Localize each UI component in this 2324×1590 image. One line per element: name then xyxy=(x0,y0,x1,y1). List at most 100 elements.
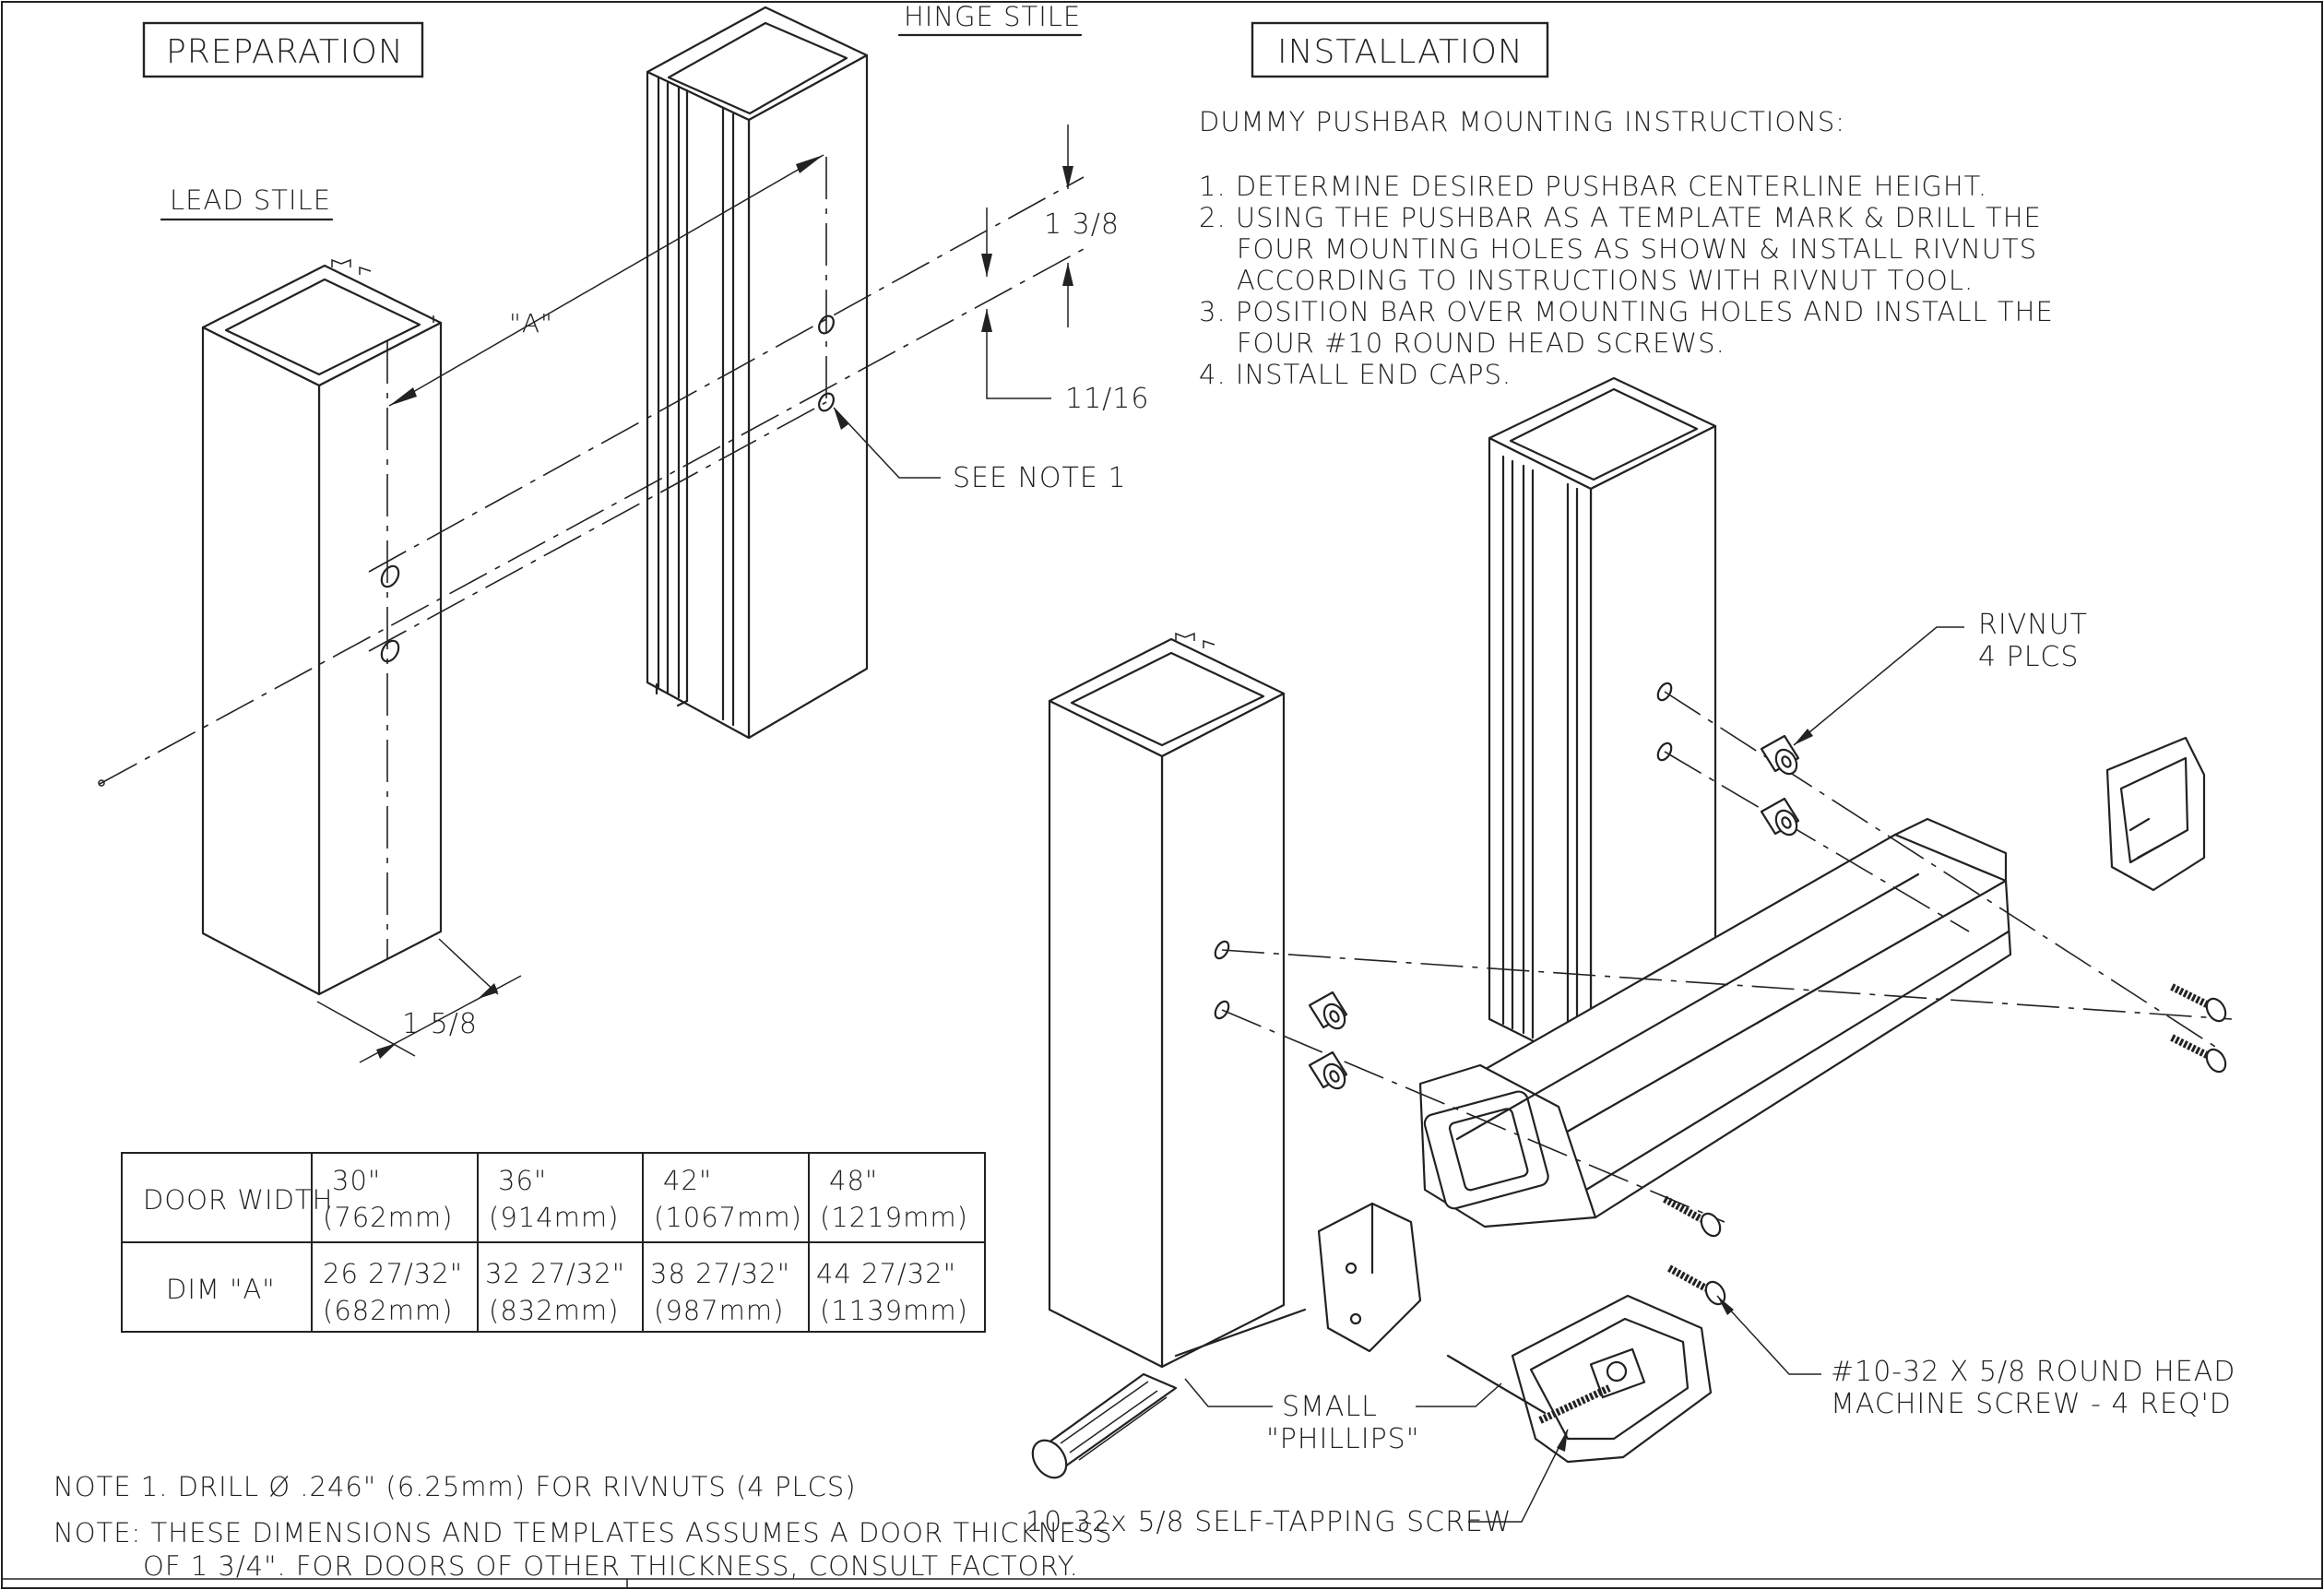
install-hinge-stile xyxy=(1488,376,1717,1074)
installation-heading: INSTALLATION xyxy=(1277,33,1524,71)
install-centerline-4 xyxy=(1664,751,1970,932)
table-row2-header: DIM "A" xyxy=(166,1274,276,1305)
machine-screw-label-2: MACHINE SCREW - 4 REQ'D xyxy=(1831,1388,2232,1420)
install-lead-stile xyxy=(1048,632,1286,1369)
note-2-line-2: OF 1 3/4". FOR DOORS OF OTHER THICKNESS,… xyxy=(143,1550,1079,1582)
instruction-step-2c: ACCORDING TO INSTRUCTIONS WITH RIVNUT TO… xyxy=(1199,265,1974,296)
table-dim-mm-2: (832mm) xyxy=(489,1295,619,1326)
self-tapping-label: 10-32x 5/8 SELF-TAPPING SCREW xyxy=(1026,1506,1512,1538)
installation-heading-box xyxy=(1251,21,1549,78)
dim-1-3-8-arrow-top xyxy=(1062,166,1073,189)
rivnut-3 xyxy=(1308,991,1348,1030)
door-width-table: DOOR WIDTH DIM "A" 30" (762mm) 36" (914m… xyxy=(121,1152,986,1333)
instruction-step-3b: FOUR #10 ROUND HEAD SCREWS. xyxy=(1199,327,1725,359)
machine-screw-arrow xyxy=(1717,1296,1734,1315)
see-note-leader xyxy=(833,407,941,479)
hinge-stile-label: HINGE STILE xyxy=(904,1,1081,32)
hole-centerline-mid xyxy=(368,401,827,652)
phillips-leader-right xyxy=(1416,1382,1502,1407)
instruction-step-3a: 3. POSITION BAR OVER MOUNTING HOLES AND … xyxy=(1199,296,2054,327)
rivnut-qty-label: 4 PLCS xyxy=(1978,641,2079,673)
see-note-arrow xyxy=(834,408,848,430)
installation-view: INSTALLATION DUMMY PUSHBAR MOUNTING INST… xyxy=(1026,21,2235,1538)
table-dim-in-3: 38 27/32" xyxy=(650,1258,790,1289)
table-dim-mm-1: (682mm) xyxy=(323,1295,453,1326)
screwdriver xyxy=(1031,1308,1307,1479)
hole-centerline-upper xyxy=(368,176,1085,573)
screw-3 xyxy=(1663,1195,1722,1238)
dim-1-5-8-arrow-right xyxy=(478,983,498,999)
notes: NOTE 1. DRILL Ø .246" (6.25mm) FOR RIVNU… xyxy=(53,1471,1113,1582)
preparation-heading: PREPARATION xyxy=(166,33,404,71)
rivnut-4 xyxy=(1308,1050,1348,1090)
rivnut-1 xyxy=(1760,734,1800,776)
table-dim-mm-4: (1139mm) xyxy=(820,1295,968,1326)
hole-centerline-lower xyxy=(99,248,1085,785)
screw-1 xyxy=(2170,983,2227,1023)
table-width-mm-4: (1219mm) xyxy=(820,1202,968,1233)
table-dim-mm-3: (987mm) xyxy=(654,1295,784,1326)
instruction-step-4: 4. INSTALL END CAPS. xyxy=(1199,359,1512,390)
dim-a-label: "A" xyxy=(509,308,553,338)
lead-stile-label: LEAD STILE xyxy=(170,184,331,216)
screw-2 xyxy=(2170,1034,2227,1074)
rivnut-leader xyxy=(1793,626,1964,746)
install-centerline-1 xyxy=(1221,949,2233,1020)
phillips-label-2: "PHILLIPS" xyxy=(1266,1423,1420,1455)
self-tapping-arrow xyxy=(1557,1430,1568,1452)
note-2-line-1: NOTE: THESE DIMENSIONS AND TEMPLATES ASS… xyxy=(53,1517,1113,1548)
instruction-step-2a: 2. USING THE PUSHBAR AS A TEMPLATE MARK … xyxy=(1199,202,2042,233)
table-dim-in-2: 32 27/32" xyxy=(485,1258,625,1289)
dim-a-arrow-right xyxy=(796,155,824,173)
dim-1-5-8-ext-left xyxy=(316,1001,416,1057)
instruction-step-2b: FOUR MOUNTING HOLES AS SHOWN & INSTALL R… xyxy=(1199,233,2037,265)
dim-a-arrow-left xyxy=(389,387,417,406)
dim-1-3-8-arrow-bottom xyxy=(981,254,992,277)
table-width-mm-2: (914mm) xyxy=(489,1202,619,1233)
preparation-view: PREPARATION HINGE STILE LEAD STILE xyxy=(98,1,1149,1063)
dim-11-16-label: 11/16 xyxy=(1065,383,1149,415)
end-cap-left xyxy=(1317,1202,1422,1353)
screw-4 xyxy=(1667,1264,1726,1306)
rivnut-2 xyxy=(1760,797,1800,837)
dim-1-5-8-ext-right xyxy=(438,938,499,995)
self-tapping-leader xyxy=(1468,1429,1569,1523)
table-row1-header: DOOR WIDTH xyxy=(143,1184,333,1216)
dim-a-line xyxy=(388,154,824,407)
table-width-mm-3: (1067mm) xyxy=(654,1202,802,1233)
dim-11-16-arrow-bottom xyxy=(981,309,992,332)
install-centerline-2 xyxy=(1221,1009,1725,1223)
end-cap-bracket xyxy=(1446,1294,1713,1464)
table-dim-in-1: 26 27/32" xyxy=(323,1258,463,1289)
table-width-in-4: 48" xyxy=(829,1165,878,1196)
dim-1-3-8-label: 1 3/8 xyxy=(1044,208,1120,241)
install-centerline-3 xyxy=(1664,691,2223,1052)
rivnut-label: RIVNUT xyxy=(1978,609,2088,641)
table-width-in-3: 42" xyxy=(663,1165,712,1196)
preparation-heading-box xyxy=(142,21,424,78)
pushbar xyxy=(1418,817,2012,1228)
note-1: NOTE 1. DRILL Ø .246" (6.25mm) FOR RIVNU… xyxy=(53,1471,857,1502)
phillips-label-1: SMALL xyxy=(1282,1391,1378,1423)
instructions-title: DUMMY PUSHBAR MOUNTING INSTRUCTIONS: xyxy=(1199,106,1845,137)
rivnut-group xyxy=(1308,734,1800,1090)
end-cap-right xyxy=(2105,736,2206,892)
instruction-step-1: 1. DETERMINE DESIRED PUSHBAR CENTERLINE … xyxy=(1199,171,1987,202)
table-dim-in-4: 44 27/32" xyxy=(816,1258,956,1289)
dim-1-5-8-arrow-left xyxy=(376,1043,397,1059)
machine-screw-label-1: #10-32 X 5/8 ROUND HEAD xyxy=(1831,1356,2235,1388)
table-width-in-2: 36" xyxy=(498,1165,547,1196)
see-note-label: SEE NOTE 1 xyxy=(953,462,1126,494)
machine-screw-leader xyxy=(1716,1295,1821,1375)
dim-1-5-8-label: 1 5/8 xyxy=(402,1008,478,1040)
hinge-stile xyxy=(646,6,869,740)
centerline-end-mark xyxy=(98,779,105,787)
dim-11-16-leader xyxy=(986,309,1051,399)
phillips-leader-left xyxy=(1184,1378,1273,1407)
table-width-mm-1: (762mm) xyxy=(323,1202,453,1233)
table-width-in-1: 30" xyxy=(332,1165,381,1196)
lead-stile xyxy=(201,258,443,996)
